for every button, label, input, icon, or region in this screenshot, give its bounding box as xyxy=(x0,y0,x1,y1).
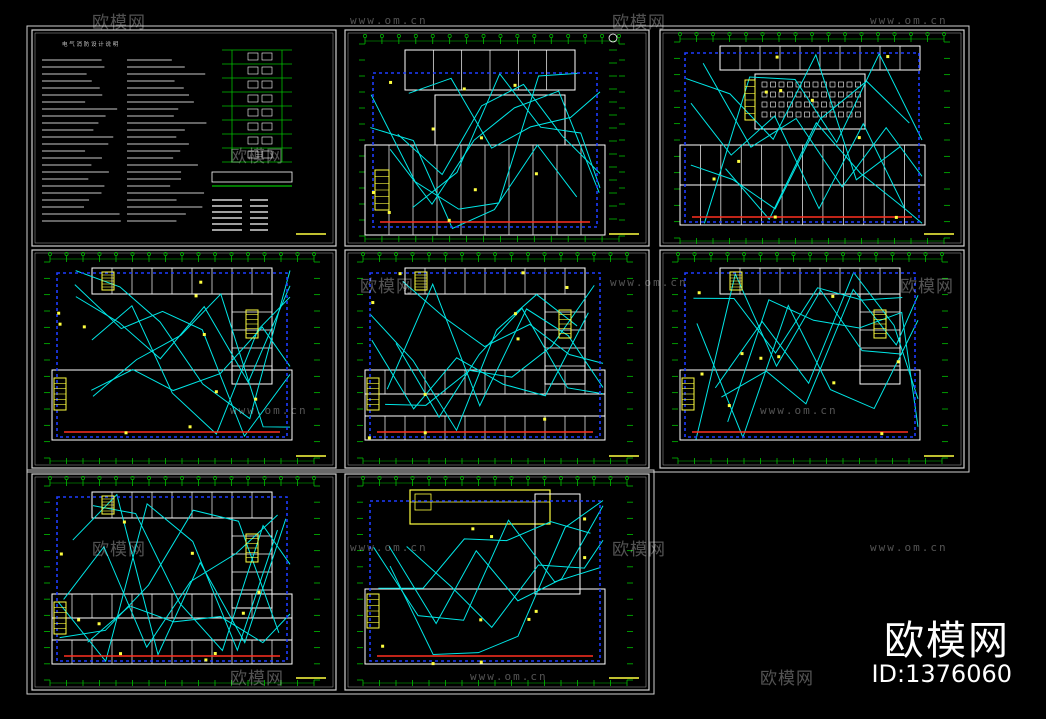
watermark-brand: 欧模网 xyxy=(92,540,146,560)
sheet-border-top xyxy=(26,25,970,473)
watermark-brand: 欧模网 xyxy=(612,13,666,33)
watermark-url: www.om.cn xyxy=(610,276,688,289)
sheet-border-bottom xyxy=(26,469,655,695)
watermark-url: www.om.cn xyxy=(870,14,948,27)
drawing-sheet-notes: 电 气 消 防 设 计 说 明 xyxy=(31,29,337,247)
brand-logo-text: 欧模网 xyxy=(884,618,1010,664)
watermark-url: www.om.cn xyxy=(350,541,428,554)
drawing-sheet-plan-8 xyxy=(344,473,650,691)
drawing-sheet-plan-6 xyxy=(659,249,965,469)
watermark-url: www.om.cn xyxy=(870,541,948,554)
watermark-url: www.om.cn xyxy=(350,14,428,27)
watermark-brand: 欧模网 xyxy=(230,669,284,689)
watermark-brand: 欧模网 xyxy=(760,669,814,689)
notes-title: 电 气 消 防 设 计 说 明 xyxy=(62,40,119,48)
drawing-sheet-plan-2 xyxy=(344,29,650,247)
watermark-url: www.om.cn xyxy=(470,670,548,683)
drawing-sheet-plan-7 xyxy=(31,473,337,691)
watermark-brand: 欧模网 xyxy=(612,540,666,560)
watermark-url: www.om.cn xyxy=(230,404,308,417)
watermark-brand: 欧模网 xyxy=(360,277,414,297)
watermark-url: www.om.cn xyxy=(760,404,838,417)
watermark-brand: 欧模网 xyxy=(230,147,284,167)
watermark-brand: 欧模网 xyxy=(92,13,146,33)
drawing-sheet-plan-5 xyxy=(344,249,650,469)
watermark-brand: 欧模网 xyxy=(900,277,954,297)
drawing-sheet-plan-4 xyxy=(31,249,337,469)
model-id-label: ID:1376060 xyxy=(871,660,1012,688)
drawing-sheet-plan-3 xyxy=(659,29,965,247)
